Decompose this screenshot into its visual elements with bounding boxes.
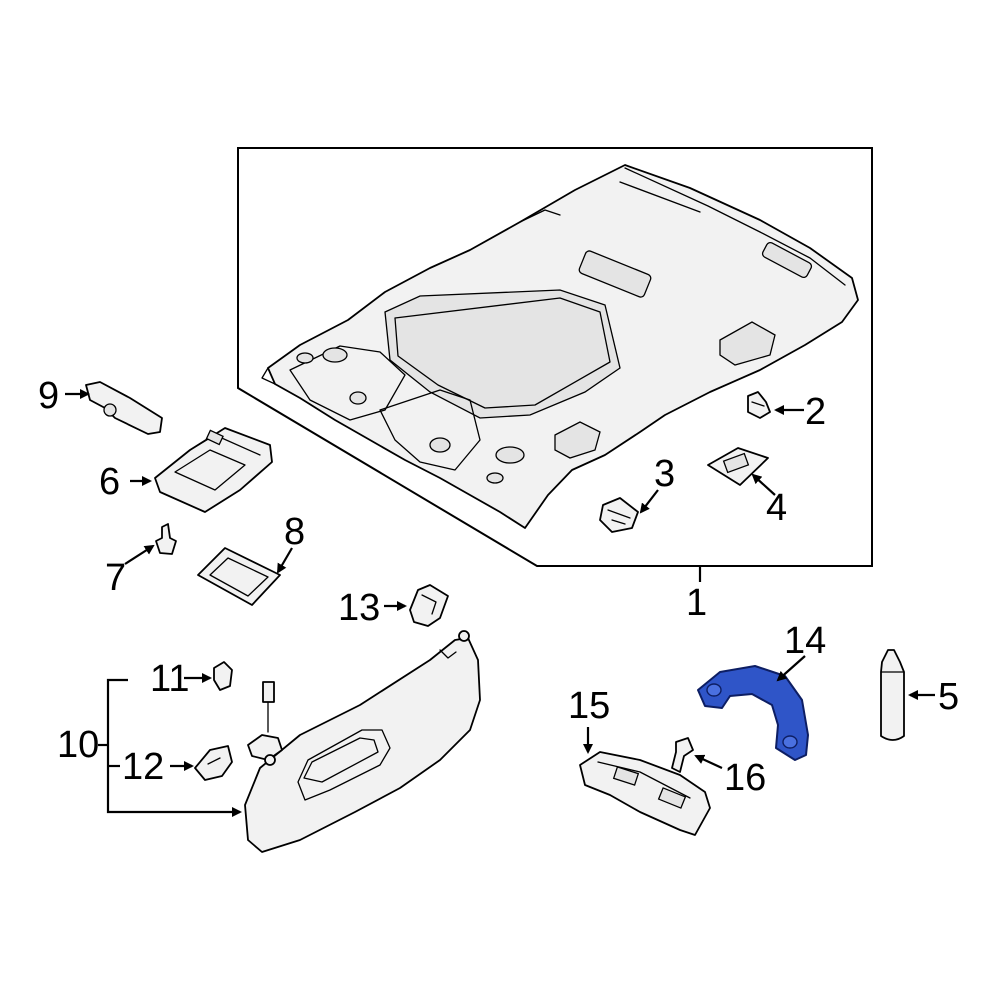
callout-2: 2: [805, 391, 826, 433]
callout-11: 11: [150, 658, 189, 700]
callout-16: 16: [724, 757, 766, 799]
clip-part-11[interactable]: [213, 661, 233, 691]
callout-4: 4: [766, 487, 787, 529]
assist-grip-part-14[interactable]: [697, 665, 809, 761]
bracket-part-13[interactable]: [409, 584, 449, 627]
lamp-cover-part-8[interactable]: [197, 547, 281, 606]
adhesive-tube-part-5[interactable]: [880, 649, 905, 741]
callout-9: 9: [38, 375, 59, 417]
callout-6: 6: [99, 461, 120, 503]
callout-3: 3: [654, 453, 675, 495]
callout-14: 14: [784, 620, 826, 662]
screw-part-7[interactable]: [155, 523, 177, 555]
cover-part-12[interactable]: [194, 745, 233, 781]
headliner-part[interactable]: [261, 164, 859, 529]
callout-13: 13: [338, 587, 380, 629]
callout-7: 7: [105, 557, 126, 599]
callout-5: 5: [938, 676, 959, 718]
trim-part-9[interactable]: [85, 381, 163, 435]
callout-1: 1: [686, 582, 707, 624]
callout-10: 10: [57, 724, 99, 766]
callout-15: 15: [568, 685, 610, 727]
sun-visor-part-10[interactable]: [244, 630, 481, 853]
retainer-part-3[interactable]: [599, 497, 639, 533]
bracket-part-4[interactable]: [707, 447, 769, 486]
grip-bracket-part-15[interactable]: [579, 751, 711, 836]
callout-12: 12: [122, 746, 164, 788]
headliner-group-frame: [237, 147, 873, 567]
callout-8: 8: [284, 511, 305, 553]
screw-part-16[interactable]: [671, 737, 694, 773]
clip-part-2[interactable]: [747, 391, 771, 419]
console-housing-part-6[interactable]: [154, 427, 273, 513]
visor-bracket-wire[interactable]: [247, 681, 283, 766]
